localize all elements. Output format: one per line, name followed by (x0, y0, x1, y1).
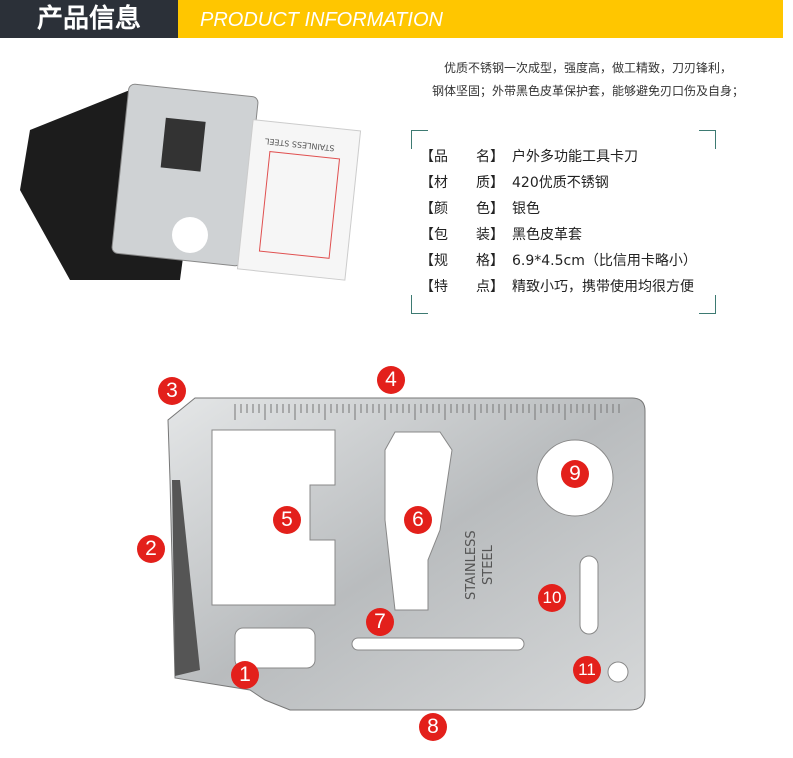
spec-key-end: 色】 (476, 201, 504, 217)
callout-label-5: 5 (273, 506, 301, 534)
callout-label-1: 1 (231, 661, 259, 689)
callout-label-8: 8 (419, 713, 447, 741)
corner-decoration (699, 295, 716, 314)
header-title-en: PRODUCT INFORMATION (178, 0, 783, 38)
description-line: 优质不锈钢一次成型，强度高，做工精致，刀刃锋利， (443, 61, 732, 75)
spec-key-end: 装】 (476, 227, 504, 243)
callout-label-7: 7 (366, 608, 394, 636)
callout-label-6: 6 (404, 506, 432, 534)
spec-key-end: 名】 (476, 149, 504, 165)
spec-row: 【材 质】 420优质不锈钢 (420, 170, 697, 196)
spec-key-end: 点】 (476, 279, 504, 295)
callout-label-11: 11 (573, 656, 601, 684)
callout-label-3: 3 (158, 377, 186, 405)
callout-label-2: 2 (137, 535, 165, 563)
engraving-steel: STEEL (481, 544, 496, 585)
spec-key: 【颜 (420, 201, 448, 217)
spec-value: 6.9*4.5cm（比信用卡略小） (512, 253, 697, 269)
spec-value: 黑色皮革套 (512, 227, 582, 243)
product-description: 优质不锈钢一次成型，强度高，做工精致，刀刃锋利， 钢体坚固；外带黑色皮革保护套，… (390, 57, 786, 103)
spec-value: 精致小巧，携带使用均很方便 (512, 279, 694, 295)
spec-key-end: 质】 (476, 175, 504, 191)
spec-list: 【品 名】户外多功能工具卡刀【材 质】 420优质不锈钢【颜 色】银色【包 装】黑色皮革套… (420, 144, 697, 300)
spec-key: 【包 (420, 227, 448, 243)
spec-row: 【颜 色】银色 (420, 196, 697, 222)
header-title-cn: 产品信息 (0, 0, 178, 38)
spec-key: 【规 (420, 253, 448, 269)
corner-decoration (699, 130, 716, 149)
spec-row: 【品 名】户外多功能工具卡刀 (420, 144, 697, 170)
spec-value: 户外多功能工具卡刀 (512, 149, 638, 165)
tool-card-diagram: STAINLESS STEEL (167, 397, 646, 711)
engraving-stainless: STAINLESS (464, 530, 479, 600)
spec-value: 420优质不锈钢 (512, 175, 609, 191)
corner-decoration (411, 130, 428, 149)
corner-decoration (411, 295, 428, 314)
spec-key: 【特 (420, 279, 448, 295)
description-line: 钢体坚固；外带黑色皮革保护套，能够避免刃口伤及自身； (431, 84, 744, 98)
product-photo: STAINLESS STEEL (20, 83, 362, 281)
callout-label-10: 10 (538, 584, 566, 612)
spec-key: 【材 (420, 175, 448, 191)
callout-label-9: 9 (561, 460, 589, 488)
spec-key: 【品 (420, 149, 448, 165)
spec-row: 【特 点】精致小巧，携带使用均很方便 (420, 274, 697, 300)
callout-label-4: 4 (377, 366, 405, 394)
spec-row: 【规 格】 6.9*4.5cm（比信用卡略小） (420, 248, 697, 274)
spec-key-end: 格】 (476, 253, 504, 269)
spec-value: 银色 (512, 201, 540, 217)
spec-row: 【包 装】黑色皮革套 (420, 222, 697, 248)
